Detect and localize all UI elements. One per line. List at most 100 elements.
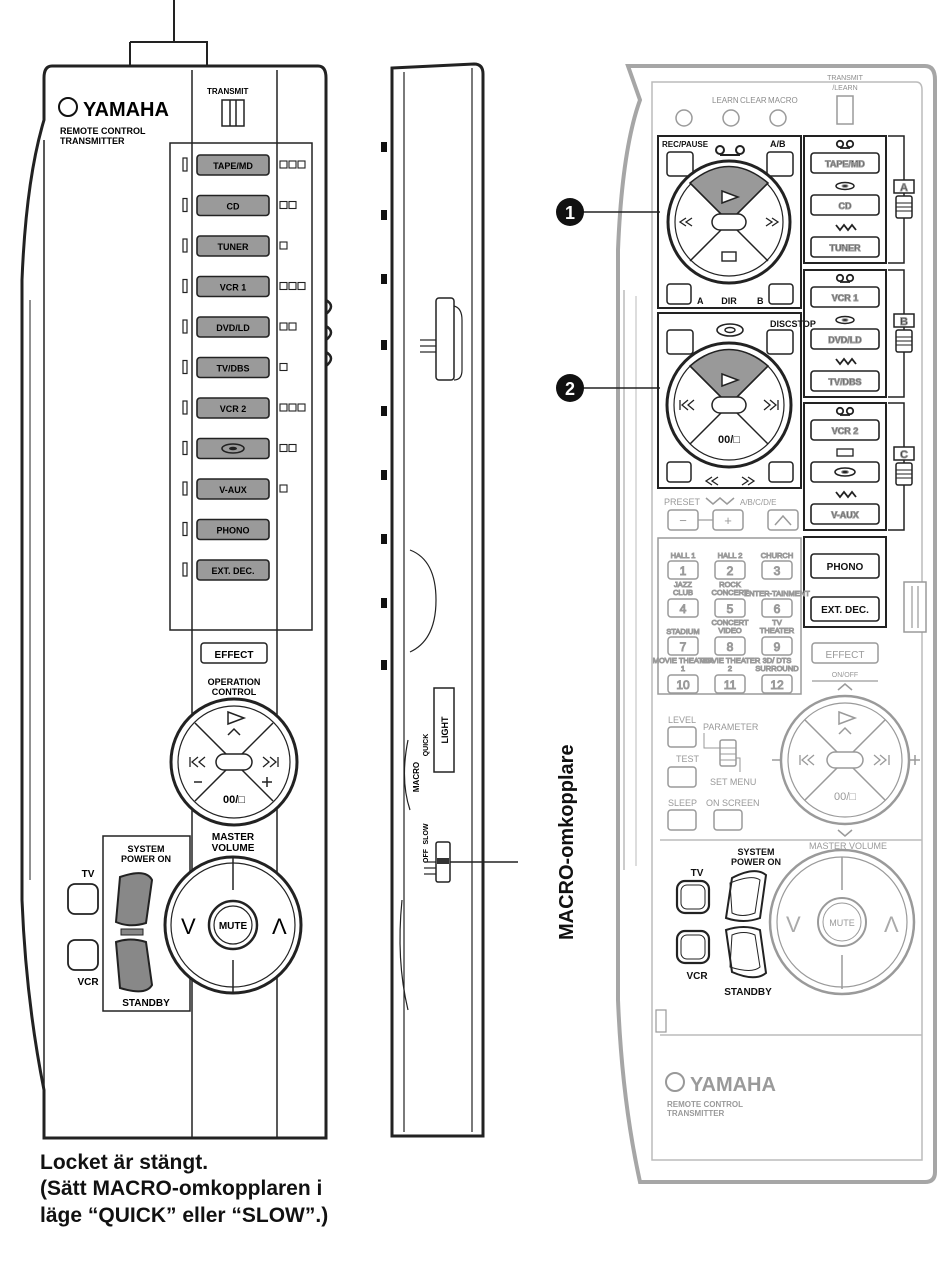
front-vol-up: Λ: [272, 914, 287, 939]
sound-field-name-part: CONCERT: [712, 618, 749, 627]
open-input-button[interactable]: [810, 503, 880, 525]
side-button-edge: [381, 340, 387, 350]
front-input-button[interactable]: [196, 356, 270, 379]
front-input-button[interactable]: [196, 559, 270, 581]
disc-forward-button[interactable]: [768, 461, 794, 483]
disc-rewind-button[interactable]: [666, 461, 692, 483]
front-input-9[interactable]: PHONO: [182, 518, 270, 541]
front-input-0[interactable]: TAPE/MD: [182, 154, 306, 176]
transmit-indicator: [221, 99, 245, 127]
front-standby-button[interactable]: [114, 938, 154, 993]
abcde-button[interactable]: [767, 509, 799, 531]
open-effect-button[interactable]: [811, 642, 879, 664]
open-ext-dec-button[interactable]: [810, 596, 880, 622]
open-tv-button[interactable]: [675, 879, 711, 915]
open-brand-line1: REMOTE CONTROL: [667, 1100, 743, 1109]
open-input-button[interactable]: [810, 370, 880, 392]
dir-b-button[interactable]: [768, 283, 794, 305]
dir-a-button[interactable]: [666, 283, 692, 305]
group-letter: B: [900, 316, 908, 328]
open-yamaha-emblem-icon: [665, 1072, 685, 1092]
open-input-button[interactable]: [810, 194, 880, 216]
front-input-button[interactable]: [196, 478, 270, 500]
tape-pad[interactable]: [666, 159, 792, 285]
preset-plus-button[interactable]: [712, 509, 744, 531]
open-input-button[interactable]: [810, 152, 880, 174]
open-brand: YAMAHA: [690, 1074, 776, 1096]
disc-play-icon: [721, 372, 741, 388]
open-on-off-label: ON/OFF: [832, 672, 858, 679]
open-test-label: TEST: [676, 754, 700, 764]
caption-line-1: Locket är stängt.: [40, 1151, 209, 1174]
front-input-button[interactable]: [196, 316, 270, 338]
open-operation-pad[interactable]: 00/□: [772, 683, 920, 837]
open-mute-button[interactable]: [817, 897, 867, 947]
open-input-label: VCR 1: [832, 293, 859, 303]
open-clear-label: CLEAR: [740, 96, 767, 105]
open-input-button[interactable]: [810, 236, 880, 258]
front-input-8[interactable]: V-AUX: [182, 478, 288, 500]
caption-line-2: (Sätt MACRO-omkopplaren i: [40, 1177, 323, 1201]
rec-pause-button[interactable]: [666, 151, 694, 177]
ab-button[interactable]: [766, 151, 794, 177]
open-learn-label: LEARN: [712, 96, 739, 105]
front-input-10[interactable]: EXT. DEC.: [182, 559, 270, 581]
front-mute-button[interactable]: [207, 899, 259, 951]
front-input-7[interactable]: [182, 437, 297, 460]
sound-field-number: 3: [774, 564, 781, 578]
ab-label: A/B: [770, 139, 786, 149]
sound-field-1[interactable]: HALL 11: [667, 551, 699, 580]
on-screen-button[interactable]: [713, 809, 743, 831]
front-effect-button[interactable]: [200, 642, 268, 664]
open-phono-button[interactable]: [810, 553, 880, 579]
side-button-edge: [381, 406, 387, 416]
front-input-3[interactable]: VCR 1: [182, 275, 306, 298]
sound-field-number: 5: [727, 602, 734, 616]
open-input-button[interactable]: [810, 286, 880, 308]
input-indicator-square: [279, 362, 288, 372]
open-input-label: TV/DBS: [828, 377, 861, 387]
front-power-on-button[interactable]: [114, 872, 154, 927]
front-operation-pad[interactable]: 00/□: [169, 697, 299, 827]
front-input-1[interactable]: CD: [182, 194, 297, 217]
disc-pad[interactable]: 00/□: [665, 341, 793, 469]
open-macro-label: MACRO: [768, 96, 798, 105]
tuner-wave-icon: [835, 490, 857, 499]
front-input-5[interactable]: TV/DBS: [182, 356, 288, 379]
open-vcr-button[interactable]: [675, 929, 711, 965]
input-indicator-square: [279, 443, 288, 453]
front-input-2[interactable]: TUNER: [182, 235, 288, 257]
front-input-4[interactable]: DVD/LD: [182, 316, 297, 338]
disc-left-button[interactable]: [666, 329, 694, 355]
front-input-6[interactable]: VCR 2: [182, 397, 306, 419]
front-vcr-button[interactable]: [67, 939, 99, 971]
front-input-button[interactable]: [196, 518, 270, 541]
side-light-button[interactable]: [433, 687, 455, 773]
test-button[interactable]: [667, 766, 697, 788]
open-skip-back-icon: [799, 754, 815, 766]
front-input-button[interactable]: [196, 194, 270, 217]
front-input-button[interactable]: [196, 235, 270, 257]
open-input-button[interactable]: [810, 328, 880, 350]
discstop-button[interactable]: [766, 329, 794, 355]
sleep-button[interactable]: [667, 809, 697, 831]
parameter-switch[interactable]: [719, 739, 737, 767]
front-input-button[interactable]: [196, 397, 270, 419]
front-input-button[interactable]: [196, 275, 270, 298]
sound-field-2[interactable]: HALL 22: [714, 551, 746, 580]
front-input-button[interactable]: [196, 154, 270, 176]
front-tv-button[interactable]: [67, 883, 99, 915]
side-upper-slider[interactable]: [435, 297, 455, 381]
open-input-button[interactable]: [810, 419, 880, 441]
level-button[interactable]: [667, 726, 697, 748]
